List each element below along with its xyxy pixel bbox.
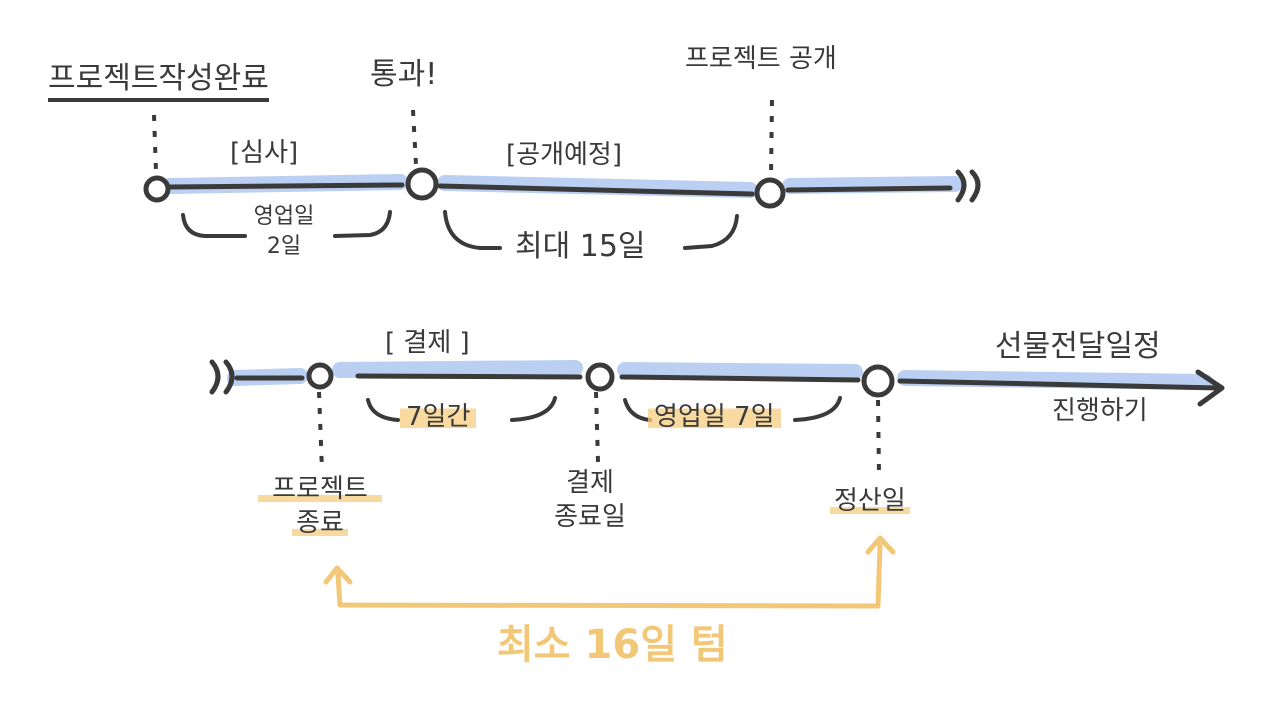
orange-arrowhead-left — [323, 565, 353, 585]
label-gift-delivery-line2: 진행하기 — [1052, 396, 1148, 426]
row2-blue-band-4 — [897, 370, 1213, 390]
label-business-days-7: 영업일 7일 — [648, 404, 781, 430]
node-settlement — [861, 364, 895, 398]
node-project-written — [143, 175, 171, 203]
label-business-days-2-line2: 2일 — [266, 234, 302, 259]
node-passed — [405, 167, 439, 201]
label-project-release: 프로젝트 공개 — [685, 44, 837, 74]
row2-dash-1 — [317, 391, 324, 471]
row2-dash-2 — [594, 391, 600, 463]
node-payment-end — [585, 362, 615, 392]
row1-bracket-1 — [181, 210, 392, 238]
row1-dash-1 — [152, 114, 158, 173]
row2-dash-3 — [876, 399, 881, 476]
label-payment: [ 결제 ] — [385, 328, 470, 358]
label-seven-days: 7일간 — [400, 404, 477, 430]
label-payment-end: 결제 종료일 — [540, 470, 640, 530]
label-settlement-day: 정산일 — [830, 488, 910, 514]
label-review: [심사] — [230, 138, 299, 168]
label-min-16-days: 최소 16일 텀 — [497, 622, 728, 668]
row1-line-1 — [167, 182, 405, 190]
row1-blue-band-3 — [782, 176, 963, 194]
label-payment-end-line2: 종료일 — [554, 502, 626, 532]
row2-arrowhead — [1195, 369, 1225, 407]
label-business-days-2: 영업일 2일 — [252, 206, 316, 258]
row1-line-3 — [785, 185, 953, 193]
label-max-15-days: 최대 15일 — [515, 229, 646, 264]
orange-arrowhead-right — [865, 535, 896, 555]
node-project-release — [754, 177, 786, 209]
row1-blue-band-2 — [437, 175, 758, 198]
label-project-end-line1: 프로젝트 — [258, 476, 382, 502]
label-passed: 통과! — [370, 57, 438, 92]
node-project-end — [306, 362, 334, 390]
label-project-written: 프로젝트작성완료 — [48, 64, 269, 102]
row2-blue-band-3 — [617, 362, 863, 380]
row2-bracket-2 — [623, 396, 842, 422]
label-project-end: 프로젝트 종료 — [258, 476, 382, 536]
label-payment-end-line1: 결제 — [566, 468, 614, 498]
label-project-end-line2: 종료 — [292, 510, 348, 536]
row1-dash-2 — [411, 109, 418, 166]
row1-break-mark — [955, 169, 981, 203]
row1-bracket-2 — [443, 210, 739, 250]
row2-line-4 — [897, 378, 1223, 391]
row2-break-mark — [209, 359, 235, 395]
row2-line-3 — [619, 374, 861, 383]
row2-line-2 — [355, 373, 583, 380]
row1-line-2 — [437, 183, 755, 197]
row1-dash-3 — [769, 99, 774, 176]
label-gift-delivery-line1: 선물전달일정 — [995, 329, 1161, 364]
row2-blue-band-2 — [332, 360, 583, 378]
label-business-days-2-line1: 영업일 — [253, 204, 315, 229]
label-scheduled-release: [공개예정] — [506, 140, 622, 170]
row2-bracket-1 — [366, 396, 557, 422]
orange-span-line — [335, 542, 883, 609]
